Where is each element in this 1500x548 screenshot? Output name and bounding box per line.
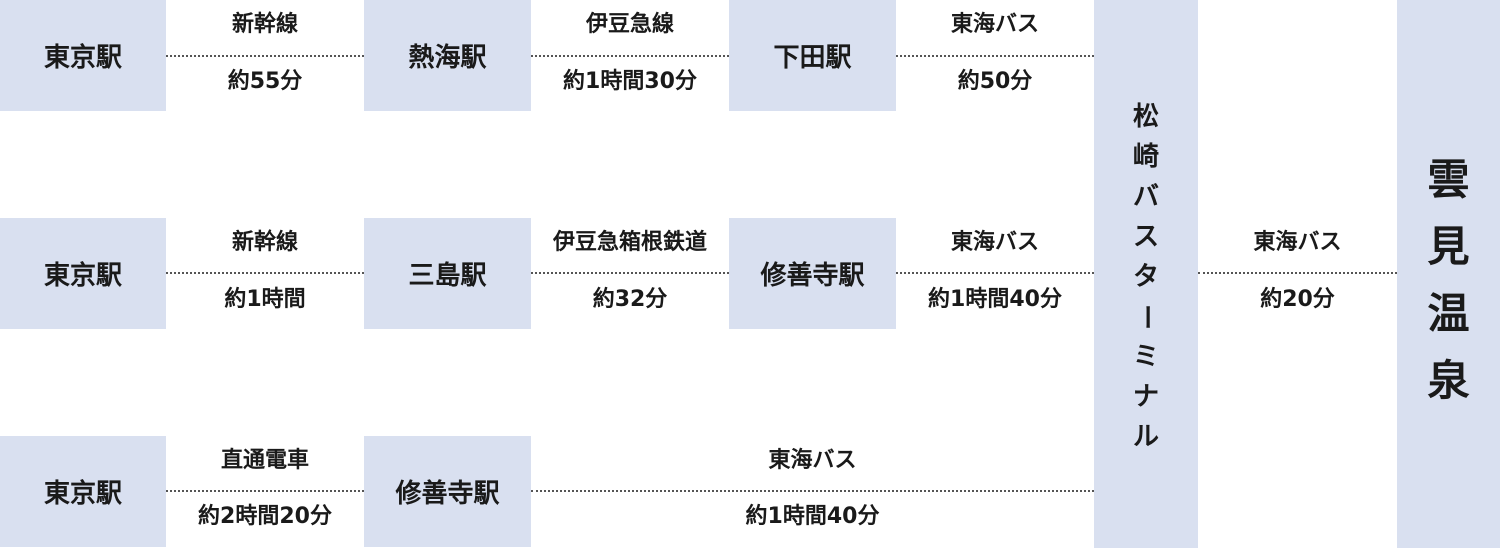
kumomi-onsen-destination: 雲 見 温 泉 bbox=[1397, 0, 1500, 548]
route1-seg1-mode: 新幹線 bbox=[231, 12, 298, 37]
route2-seg3-mode: 東海バス bbox=[950, 230, 1039, 255]
destination-char: 泉 bbox=[1427, 355, 1470, 405]
terminal-char: ス bbox=[1132, 222, 1159, 252]
route3-seg1-line bbox=[166, 490, 364, 492]
terminal-char: 崎 bbox=[1132, 142, 1159, 172]
station-label: 東京駅 bbox=[43, 261, 122, 291]
route3-station-shuzenji: 修善寺駅 bbox=[364, 436, 531, 547]
terminal-char: タ bbox=[1132, 262, 1159, 292]
route3-seg2-mode: 東海バス bbox=[768, 448, 857, 473]
route1-station-shimoda: 下田駅 bbox=[729, 0, 896, 111]
route2-seg1-mode: 新幹線 bbox=[231, 230, 298, 255]
destination-char: 見 bbox=[1427, 221, 1470, 271]
route2-station-mishima: 三島駅 bbox=[364, 218, 531, 329]
route1-seg2-time: 約1時間30分 bbox=[563, 69, 697, 94]
route3-seg2-time: 約1時間40分 bbox=[745, 504, 880, 529]
station-label: 東京駅 bbox=[43, 479, 122, 509]
station-label: 修善寺駅 bbox=[760, 261, 865, 291]
station-label: 三島駅 bbox=[408, 261, 487, 291]
terminal-char: ミ bbox=[1132, 342, 1159, 372]
terminal-char: 松 bbox=[1132, 102, 1159, 132]
route2-seg1-line bbox=[166, 272, 364, 274]
route1-station-atami: 熱海駅 bbox=[364, 0, 531, 111]
route1-seg1-time: 約55分 bbox=[227, 69, 303, 94]
route2-seg3-line bbox=[896, 272, 1094, 274]
station-label: 熱海駅 bbox=[408, 43, 487, 73]
route2-seg3-time: 約1時間40分 bbox=[928, 287, 1062, 312]
route3-seg1-time: 約2時間20分 bbox=[198, 504, 332, 529]
route2-station-shuzenji: 修善寺駅 bbox=[729, 218, 896, 329]
matsuzaki-bus-terminal: 松 崎 バ ス タ ー ミ ナ ル bbox=[1094, 0, 1198, 548]
terminal-char: ル bbox=[1132, 422, 1159, 452]
route1-seg2-line bbox=[531, 55, 729, 57]
final-seg-line bbox=[1198, 272, 1397, 274]
route1-seg2-mode: 伊豆急線 bbox=[585, 12, 674, 37]
final-seg-mode: 東海バス bbox=[1253, 230, 1342, 255]
route3-seg2-line bbox=[531, 490, 1094, 492]
route3-station-tokyo: 東京駅 bbox=[0, 436, 166, 547]
station-label: 下田駅 bbox=[773, 43, 852, 73]
route1-seg3-time: 約50分 bbox=[957, 69, 1033, 94]
station-label: 東京駅 bbox=[43, 43, 122, 73]
route1-seg1-line bbox=[166, 55, 364, 57]
route2-seg2-mode: 伊豆急箱根鉄道 bbox=[552, 230, 707, 255]
route2-station-tokyo: 東京駅 bbox=[0, 218, 166, 329]
route1-seg3-line bbox=[896, 55, 1094, 57]
route1-station-tokyo: 東京駅 bbox=[0, 0, 166, 111]
terminal-char: バ bbox=[1132, 182, 1159, 212]
destination-char: 温 bbox=[1427, 288, 1470, 338]
terminal-char: ナ bbox=[1132, 382, 1159, 412]
terminal-char: ー bbox=[1130, 303, 1161, 331]
destination-char: 雲 bbox=[1427, 154, 1470, 204]
final-seg-time: 約20分 bbox=[1260, 287, 1335, 312]
route2-seg2-line bbox=[531, 272, 729, 274]
route3-seg1-mode: 直通電車 bbox=[220, 448, 309, 473]
route2-seg1-time: 約1時間 bbox=[224, 287, 306, 312]
route2-seg2-time: 約32分 bbox=[592, 287, 668, 312]
route1-seg3-mode: 東海バス bbox=[950, 12, 1039, 37]
station-label: 修善寺駅 bbox=[395, 479, 500, 509]
